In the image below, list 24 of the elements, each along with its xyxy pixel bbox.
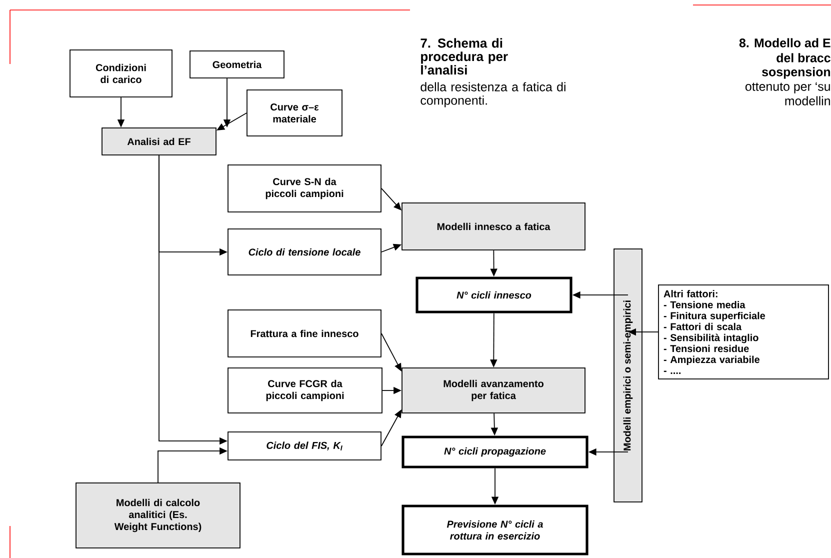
figure-title: 7. Schema di procedura per l’analisi: [420, 38, 508, 75]
vertical-box: Modelli empirici o semi-empirici: [614, 248, 642, 502]
model-box: Modelli innesco a fatica: [402, 202, 586, 250]
box-node: Curve σ–ε materiale: [246, 90, 342, 136]
model-box: Modelli di calcolo analitici (Es. Weight Functions): [76, 482, 240, 548]
box-node: Geometria: [190, 50, 284, 78]
box-node: Frattura a fine innesco: [228, 310, 382, 358]
process-box: Ciclo del FIS, K$_{I}$: [228, 432, 382, 460]
factors-box: Altri fattori: - Tensione media - Finitura superficiale - Fattori di scala - Sensibilità intaglio - Tensioni residue - Ampiezza variabile - ....: [658, 284, 829, 380]
caption-text: modellin: [785, 96, 830, 106]
result-box: Previsione N° cicli a rottura in esercizio: [402, 504, 588, 556]
result-box: N° cicli propagazione: [402, 436, 588, 468]
box-node: Condizioni di carico: [70, 50, 172, 98]
caption-text: del bracc: [776, 53, 830, 62]
box-node: Curve S-N da piccoli campioni: [228, 164, 382, 212]
model-box: Modelli avanzamento per fatica: [402, 368, 586, 414]
process-box: Ciclo di tensione locale: [228, 228, 382, 276]
box-node: Curve FCGR da piccoli campioni: [228, 368, 382, 414]
model-box: Analisi ad EF: [102, 128, 216, 156]
result-box: N° cicli innesco: [416, 276, 572, 314]
caption-text: 8. Modello ad E: [739, 38, 830, 48]
figure-caption: della resistenza a fatica di componenti.: [420, 82, 566, 108]
caption-text: ottenuto per ‘su: [745, 82, 830, 94]
caption-text: sospension: [762, 67, 830, 79]
